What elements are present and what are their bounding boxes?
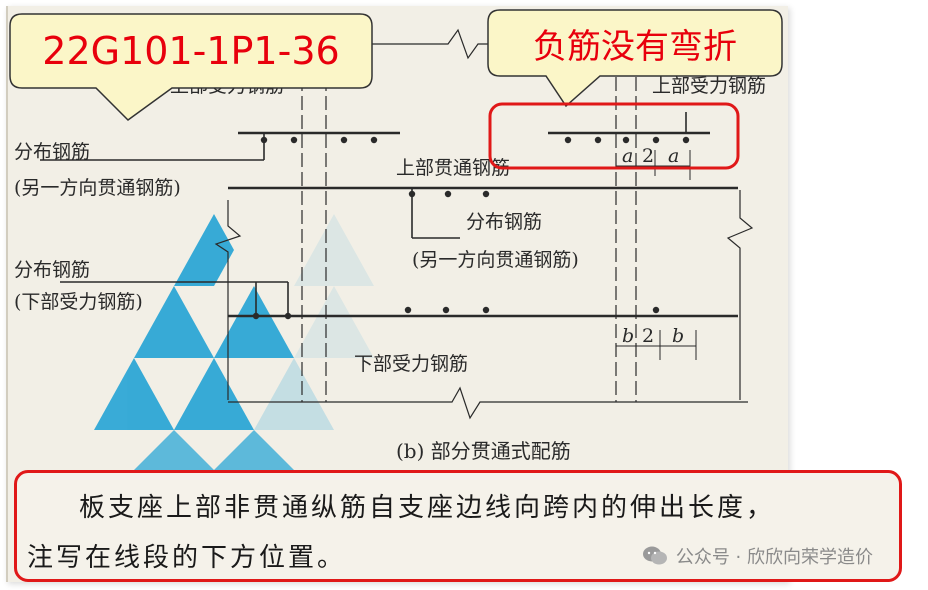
watermark-text: 公众号 · 欣欣向荣学造价 bbox=[675, 547, 873, 568]
through-bar-label: 上部贯通钢筋 bbox=[396, 157, 510, 179]
dist-bar-label: 分布钢筋 bbox=[14, 141, 90, 163]
rebar-dots bbox=[252, 136, 690, 320]
bottom-bar-label: 下部受力钢筋 bbox=[354, 353, 468, 375]
dim-half-top: 2 bbox=[642, 145, 654, 167]
dist-bar-label-2: 分布钢筋 bbox=[466, 211, 542, 233]
diagram-caption: (b) 部分贯通式配筋 bbox=[396, 439, 571, 463]
dim-half-bottom: 2 bbox=[642, 325, 654, 347]
watermark: 公众号 · 欣欣向荣学造价 bbox=[642, 543, 873, 569]
dist-bar-note-2: (另一方向贯通钢筋) bbox=[412, 249, 579, 271]
highlight-box bbox=[488, 102, 740, 170]
dist-bar-label-3: 分布钢筋 bbox=[14, 259, 90, 281]
wechat-icon bbox=[642, 546, 667, 565]
dist-bar-note-3: (下部受力钢筋) bbox=[14, 291, 143, 313]
dist-bar-note: (另一方向贯通钢筋) bbox=[14, 177, 181, 199]
note-line-2: 注写在线段的下方位置。 bbox=[27, 543, 347, 573]
dim-a-left: a bbox=[622, 145, 633, 167]
callout-shapes bbox=[9, 9, 783, 170]
triangle-watermark bbox=[94, 214, 374, 470]
dim-b-left: b bbox=[622, 325, 634, 347]
code-callout-bubble bbox=[9, 13, 373, 121]
dim-b-right: b bbox=[672, 325, 684, 347]
no-bend-label: 负筋没有弯折 bbox=[533, 26, 737, 67]
dim-a-right: a bbox=[668, 145, 679, 167]
note-line-1: 板支座上部非贯通纵筋自支座边线向跨内的伸出长度， bbox=[79, 493, 776, 523]
note-box: 板支座上部非贯通纵筋自支座边线向跨内的伸出长度， 注写在线段的下方位置。 公众号… bbox=[14, 470, 902, 582]
code-label: 22G101-1P1-36 bbox=[42, 29, 340, 73]
drawing-lines bbox=[40, 20, 754, 420]
top-bar-label-right: 上部受力钢筋 bbox=[652, 75, 766, 97]
no-bend-callout-bubble bbox=[487, 9, 783, 108]
